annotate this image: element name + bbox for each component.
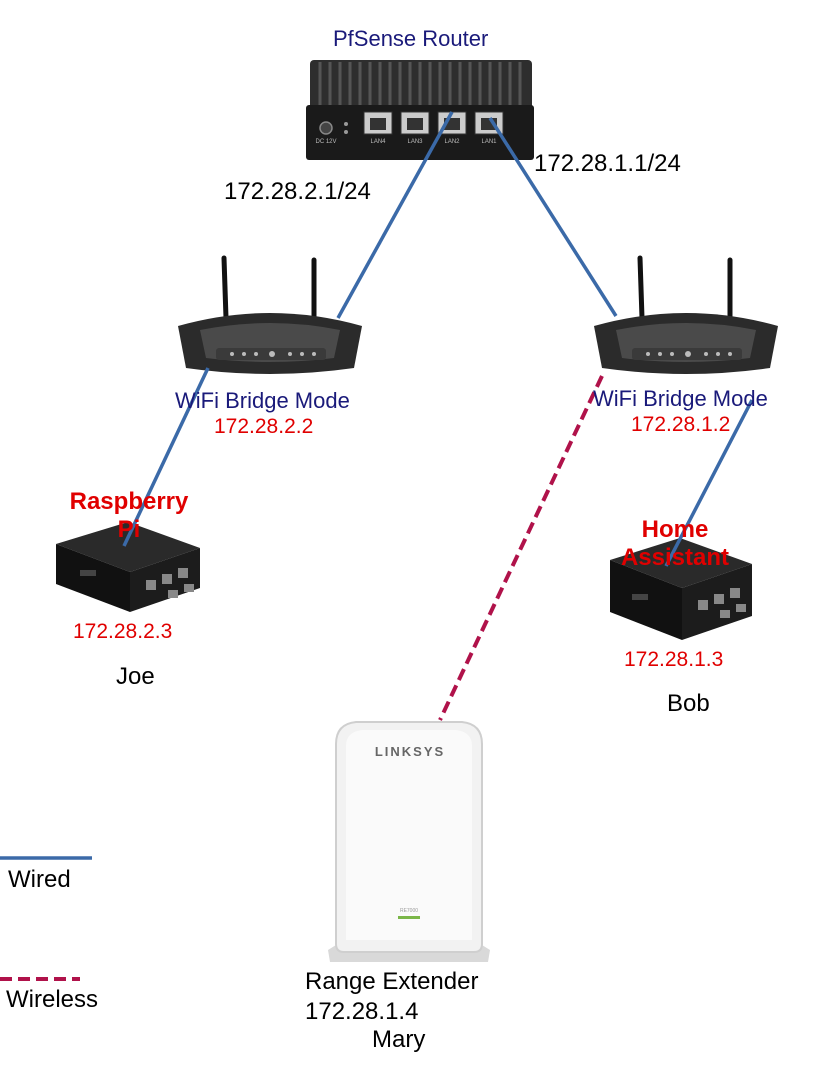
- range-extender-ip: 172.28.1.4: [305, 998, 419, 1025]
- extender-brand-label: LINKSYS: [375, 744, 445, 759]
- range-extender-name: Range Extender: [305, 968, 479, 995]
- left-bridge-ip: 172.28.2.2: [214, 415, 314, 438]
- router-dc-label: DC 12V: [315, 139, 336, 145]
- legend-wired-label: Wired: [8, 866, 71, 893]
- right-bridge-mode-label: WiFi Bridge Mode: [593, 386, 768, 411]
- raspberry-pi-ip: 172.28.2.3: [73, 620, 173, 643]
- raspberry-pi-title: Raspberry Pi: [58, 488, 200, 544]
- router-port-label: LAN1: [481, 139, 497, 145]
- wired-link-router-right-bridge: [488, 117, 618, 317]
- raspberry-pi-case-icon: [56, 522, 200, 612]
- home-assistant-title-line1: Home: [641, 516, 709, 543]
- home-assistant-user: Bob: [667, 690, 710, 717]
- wired-link-router-left-bridge: [336, 111, 454, 319]
- home-assistant-title: Home Assistant: [604, 516, 746, 572]
- router-wan-ip: 172.28.1.1/24: [534, 150, 681, 177]
- pfsense-router-icon: LAN4 LAN3 LAN2 LAN1 DC 12V: [306, 60, 534, 160]
- router-title: PfSense Router: [333, 26, 489, 51]
- wired-link-left-bridge-raspberry-pi: [122, 367, 210, 547]
- home-assistant-case-icon: [610, 538, 752, 640]
- range-extender-icon: LINKSYS RE7000: [328, 721, 490, 962]
- router-port-label: LAN4: [370, 139, 386, 145]
- right-wifi-router-icon: [594, 255, 778, 374]
- left-bridge-mode-label: WiFi Bridge Mode: [175, 388, 350, 413]
- legend-wireless-label: Wireless: [6, 986, 99, 1013]
- range-extender-user: Mary: [372, 1026, 426, 1053]
- wireless-link-bridge-extender: [438, 375, 604, 721]
- raspberry-pi-title-line2: Pi: [117, 516, 141, 543]
- router-lan-ip: 172.28.2.1/24: [224, 178, 371, 205]
- home-assistant-title-line2: Assistant: [620, 544, 730, 571]
- home-assistant-ip: 172.28.1.3: [624, 648, 724, 671]
- extender-model-label: RE7000: [400, 908, 418, 914]
- right-bridge-ip: 172.28.1.2: [631, 413, 731, 436]
- router-port-label: LAN2: [444, 139, 460, 145]
- raspberry-pi-user: Joe: [116, 663, 155, 690]
- raspberry-pi-title-line1: Raspberry: [69, 488, 189, 515]
- wired-link-right-bridge-home-assistant: [664, 399, 754, 567]
- router-port-label: LAN3: [407, 139, 423, 145]
- left-wifi-router-icon: [178, 255, 362, 374]
